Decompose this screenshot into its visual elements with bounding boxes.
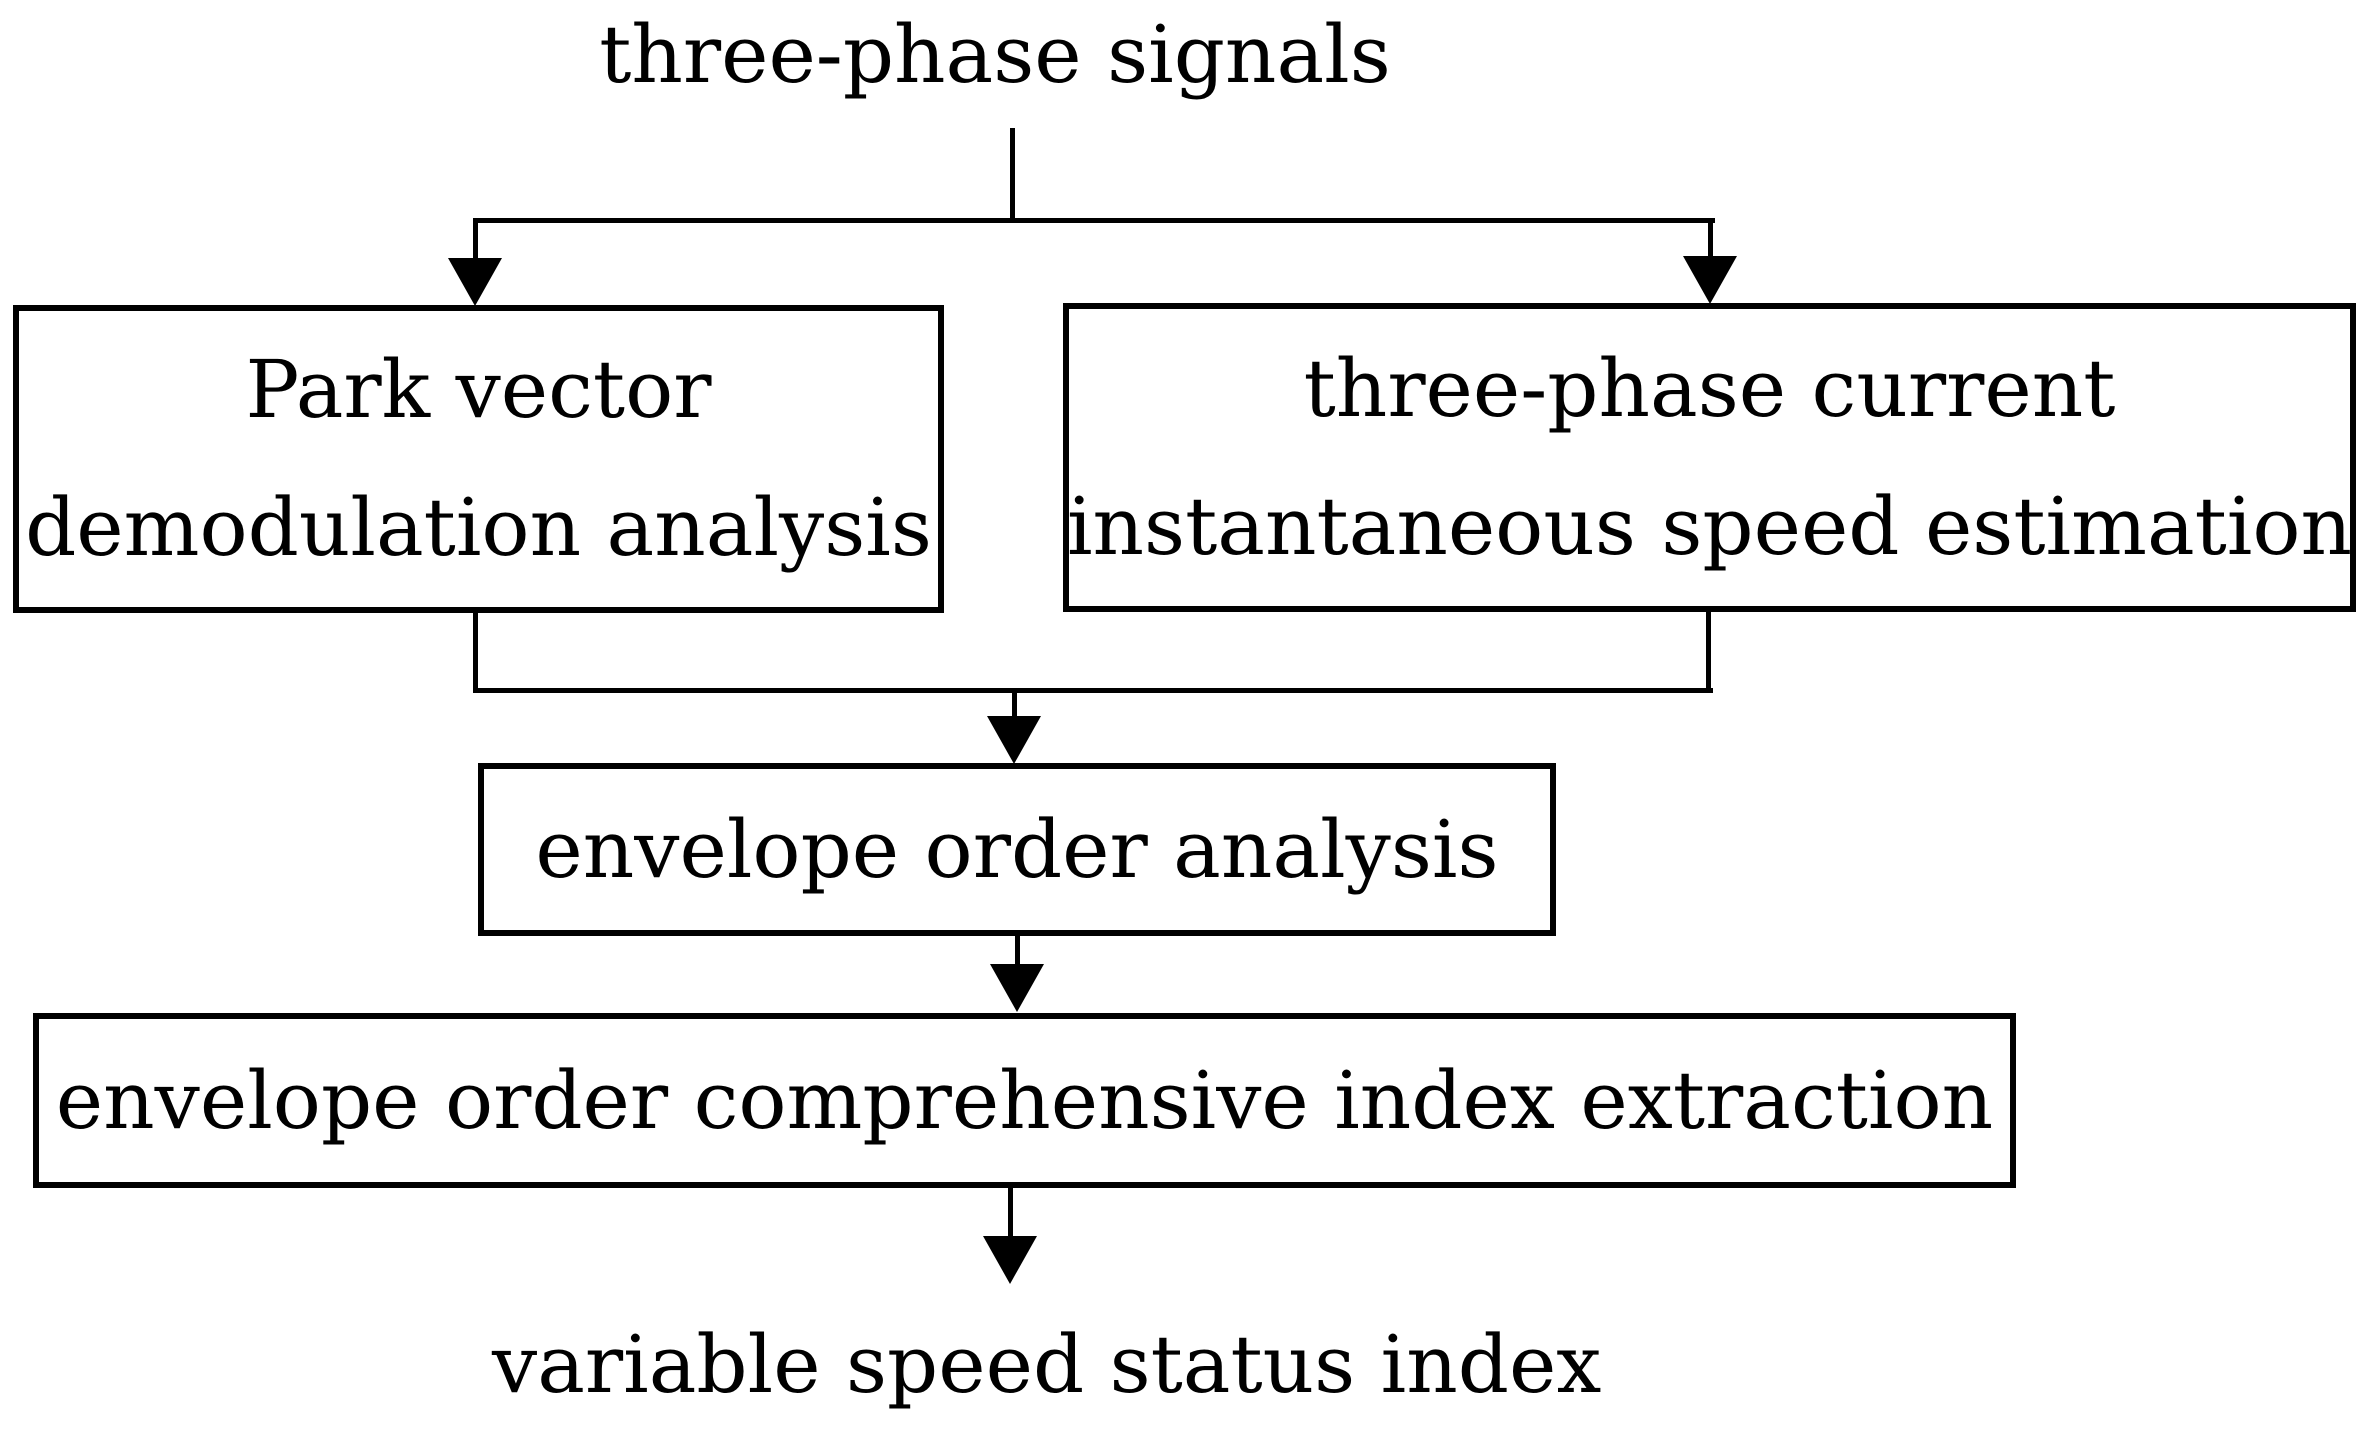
node-index-extraction-line1: envelope order comprehensive index extra… <box>55 1053 1994 1147</box>
arrowhead-sink-icon <box>983 1236 1037 1284</box>
arrowhead-left-branch-icon <box>448 258 502 306</box>
node-envelope-order-analysis-line1: envelope order analysis <box>535 802 1499 896</box>
edge-merge-to-envelope <box>1012 691 1017 721</box>
node-instantaneous-speed-estimation: three-phase current instantaneous speed … <box>1063 303 2356 612</box>
node-park-vector-line2: demodulation analysis <box>25 481 932 574</box>
node-index-extraction: envelope order comprehensive index extra… <box>33 1013 2016 1188</box>
node-envelope-order-analysis: envelope order analysis <box>478 763 1556 936</box>
edge-source-stem <box>1010 128 1015 222</box>
node-park-vector-demodulation: Park vector demodulation analysis <box>13 305 944 613</box>
node-speed-estimation-line2: instantaneous speed estimation <box>1066 479 2353 573</box>
arrowhead-right-branch-icon <box>1683 256 1737 304</box>
source-label: three-phase signals <box>599 8 1391 101</box>
edge-right-branch <box>1708 220 1713 260</box>
edge-left-branch <box>473 220 478 262</box>
edge-split-horizontal <box>473 218 1715 223</box>
arrowhead-extraction-icon <box>990 964 1044 1012</box>
edge-extraction-to-sink <box>1008 1186 1013 1238</box>
edge-left-merge-drop <box>473 611 478 691</box>
sink-label: variable speed status index <box>492 1318 1602 1411</box>
node-park-vector-line1: Park vector <box>245 343 712 437</box>
node-speed-estimation-line1: three-phase current <box>1303 341 2116 435</box>
edge-merge-horizontal <box>473 688 1713 693</box>
edge-right-merge-drop <box>1706 610 1711 691</box>
arrowhead-envelope-icon <box>987 716 1041 764</box>
edge-envelope-to-extraction <box>1015 934 1020 968</box>
